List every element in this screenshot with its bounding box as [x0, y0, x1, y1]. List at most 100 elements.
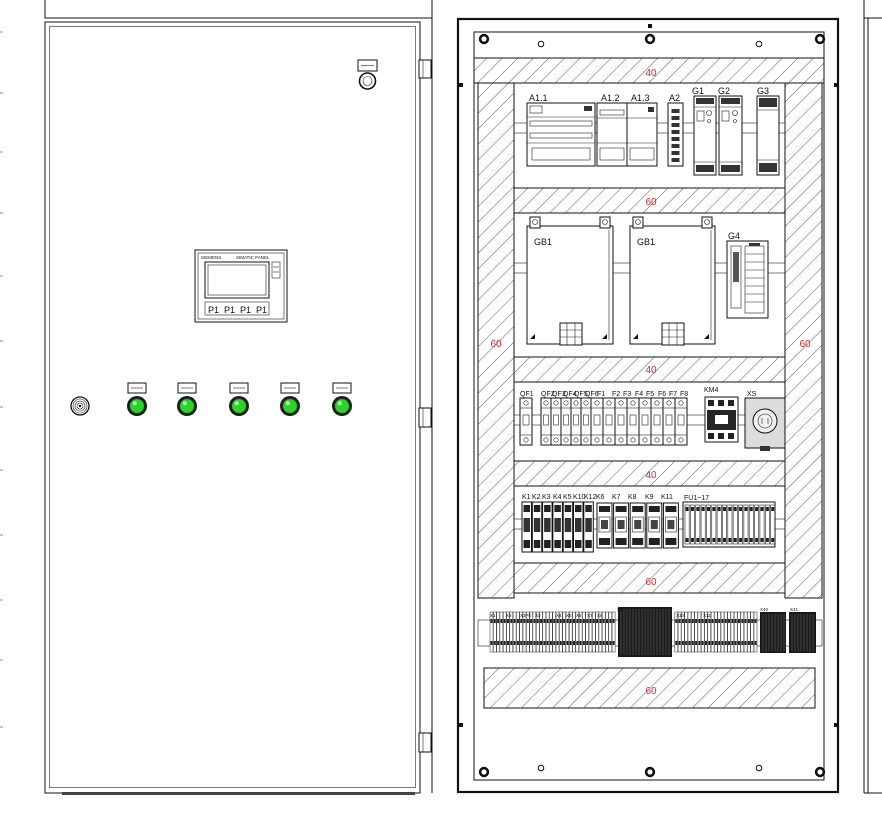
breaker-terminal-screw: [606, 400, 612, 406]
pilot-pushbuttons: [127, 382, 352, 416]
fuse-terminal: [685, 538, 689, 542]
terminal-screw: [609, 619, 612, 623]
battery-terminal-block: [559, 322, 583, 346]
terminal-screw: [500, 641, 503, 645]
mounting-foot: [704, 334, 709, 339]
key-switch: [357, 59, 378, 90]
circuit-breaker: [570, 397, 582, 446]
terminal-screw: [556, 619, 559, 623]
pushbutton: [127, 382, 147, 416]
clearance-dimension-row2-row3: 40: [645, 365, 657, 376]
io-terminal: [671, 137, 680, 141]
breaker-terminal-screw: [563, 400, 569, 406]
terminal-screw: [728, 619, 731, 623]
label-a1-1: A1.1: [529, 93, 548, 103]
terminal-screw: [744, 641, 747, 645]
contactor-terminal: [718, 400, 724, 406]
fuse-terminal: [712, 507, 716, 511]
fuse-holder: [754, 504, 760, 545]
relay-coil: [601, 520, 608, 529]
terminal-screw: [609, 641, 612, 645]
breaker-terminal-screw: [666, 437, 672, 443]
fuse-terminals: [682, 501, 776, 548]
terminal-screw: [698, 641, 701, 645]
terminal-screw: [563, 641, 566, 645]
contactor-terminal: [718, 433, 724, 439]
relay-module: [646, 502, 663, 549]
label-breaker: F3: [623, 391, 631, 398]
terminal-block: [747, 611, 751, 653]
fuse-terminal: [717, 507, 721, 511]
module-label-area: [531, 147, 591, 161]
circuit-breaker: [674, 397, 688, 446]
mounting-ear: [701, 216, 713, 229]
terminal-screw: [705, 641, 707, 645]
breaker-terminal-screw: [583, 437, 589, 443]
terminal-block: [549, 611, 553, 653]
circuit-breaker: [540, 397, 552, 446]
hmi-side-indicator: [271, 261, 281, 279]
terminal-block: [677, 611, 682, 653]
clearance-dimension-bottom: 60: [645, 686, 657, 697]
relay-socket: [615, 516, 627, 533]
terminal-block: [684, 611, 688, 653]
relay-module: [542, 501, 553, 553]
terminal-screw: [747, 641, 750, 645]
green-pushbutton-lamp: [282, 398, 298, 414]
terminal-screw: [754, 641, 757, 645]
label-relay: K12: [584, 494, 597, 501]
module-terminals-top: [759, 98, 777, 107]
terminal-block: [710, 611, 715, 653]
relay-terminal: [665, 538, 677, 545]
terminal-blocks: [489, 607, 816, 657]
terminal-block: [714, 611, 718, 653]
breaker-terminal-screw: [523, 437, 529, 443]
module-body: [626, 102, 658, 167]
relay-terminal: [544, 505, 551, 512]
io-terminal: [671, 116, 680, 120]
enclosure-outer-frame: [456, 17, 840, 794]
led-icon: [707, 119, 711, 123]
terminal-screw: [497, 641, 500, 645]
circuit-breaker: [626, 397, 640, 446]
pushbutton: [332, 382, 352, 416]
clearance-zone-bottom: [483, 667, 816, 709]
terminal-screw: [695, 619, 698, 623]
fuse-terminal: [685, 507, 689, 511]
circuit-breaker: [650, 397, 664, 446]
terminal-block: [740, 611, 745, 653]
module-port: [648, 107, 654, 112]
breaker-terminal-screw: [630, 400, 636, 406]
terminal-screw: [523, 641, 526, 645]
terminal-screw: [497, 619, 500, 623]
module-terminal-strip: [599, 147, 625, 161]
terminal-block: [707, 611, 712, 653]
terminal-block: [717, 611, 721, 653]
fuse-holder: [738, 504, 743, 545]
terminal-screw: [579, 619, 582, 623]
breaker-toggle: [641, 414, 649, 426]
terminal-block: [605, 611, 609, 653]
breaker-terminal-screw: [553, 400, 559, 406]
adjacent-view-outline: [863, 0, 882, 794]
terminal-screw: [724, 619, 727, 623]
fuse-holder: [759, 504, 765, 545]
module-body: [693, 95, 717, 176]
label-terminal: X40: [760, 607, 769, 612]
terminal-block: [535, 611, 540, 653]
mounting-hole: [755, 764, 763, 772]
breaker-terminal-screw: [618, 400, 624, 406]
relay-socket: [648, 516, 661, 533]
fuse-terminal: [760, 507, 764, 511]
fuse-terminal: [765, 538, 769, 542]
label-terminal: X1: [490, 613, 496, 618]
relay-module: [662, 502, 679, 549]
io-terminal: [671, 144, 680, 148]
breaker-terminal-screw: [553, 437, 559, 443]
terminal-row: X1 X2 X3PE X3 X4 X5 X6 X7 X8 X9 X10 X11 …: [489, 607, 816, 657]
terminal-screw: [490, 641, 493, 645]
label-g1: G1: [692, 86, 704, 96]
breaker-toggle: [665, 414, 673, 426]
terminal-screw: [526, 619, 529, 623]
